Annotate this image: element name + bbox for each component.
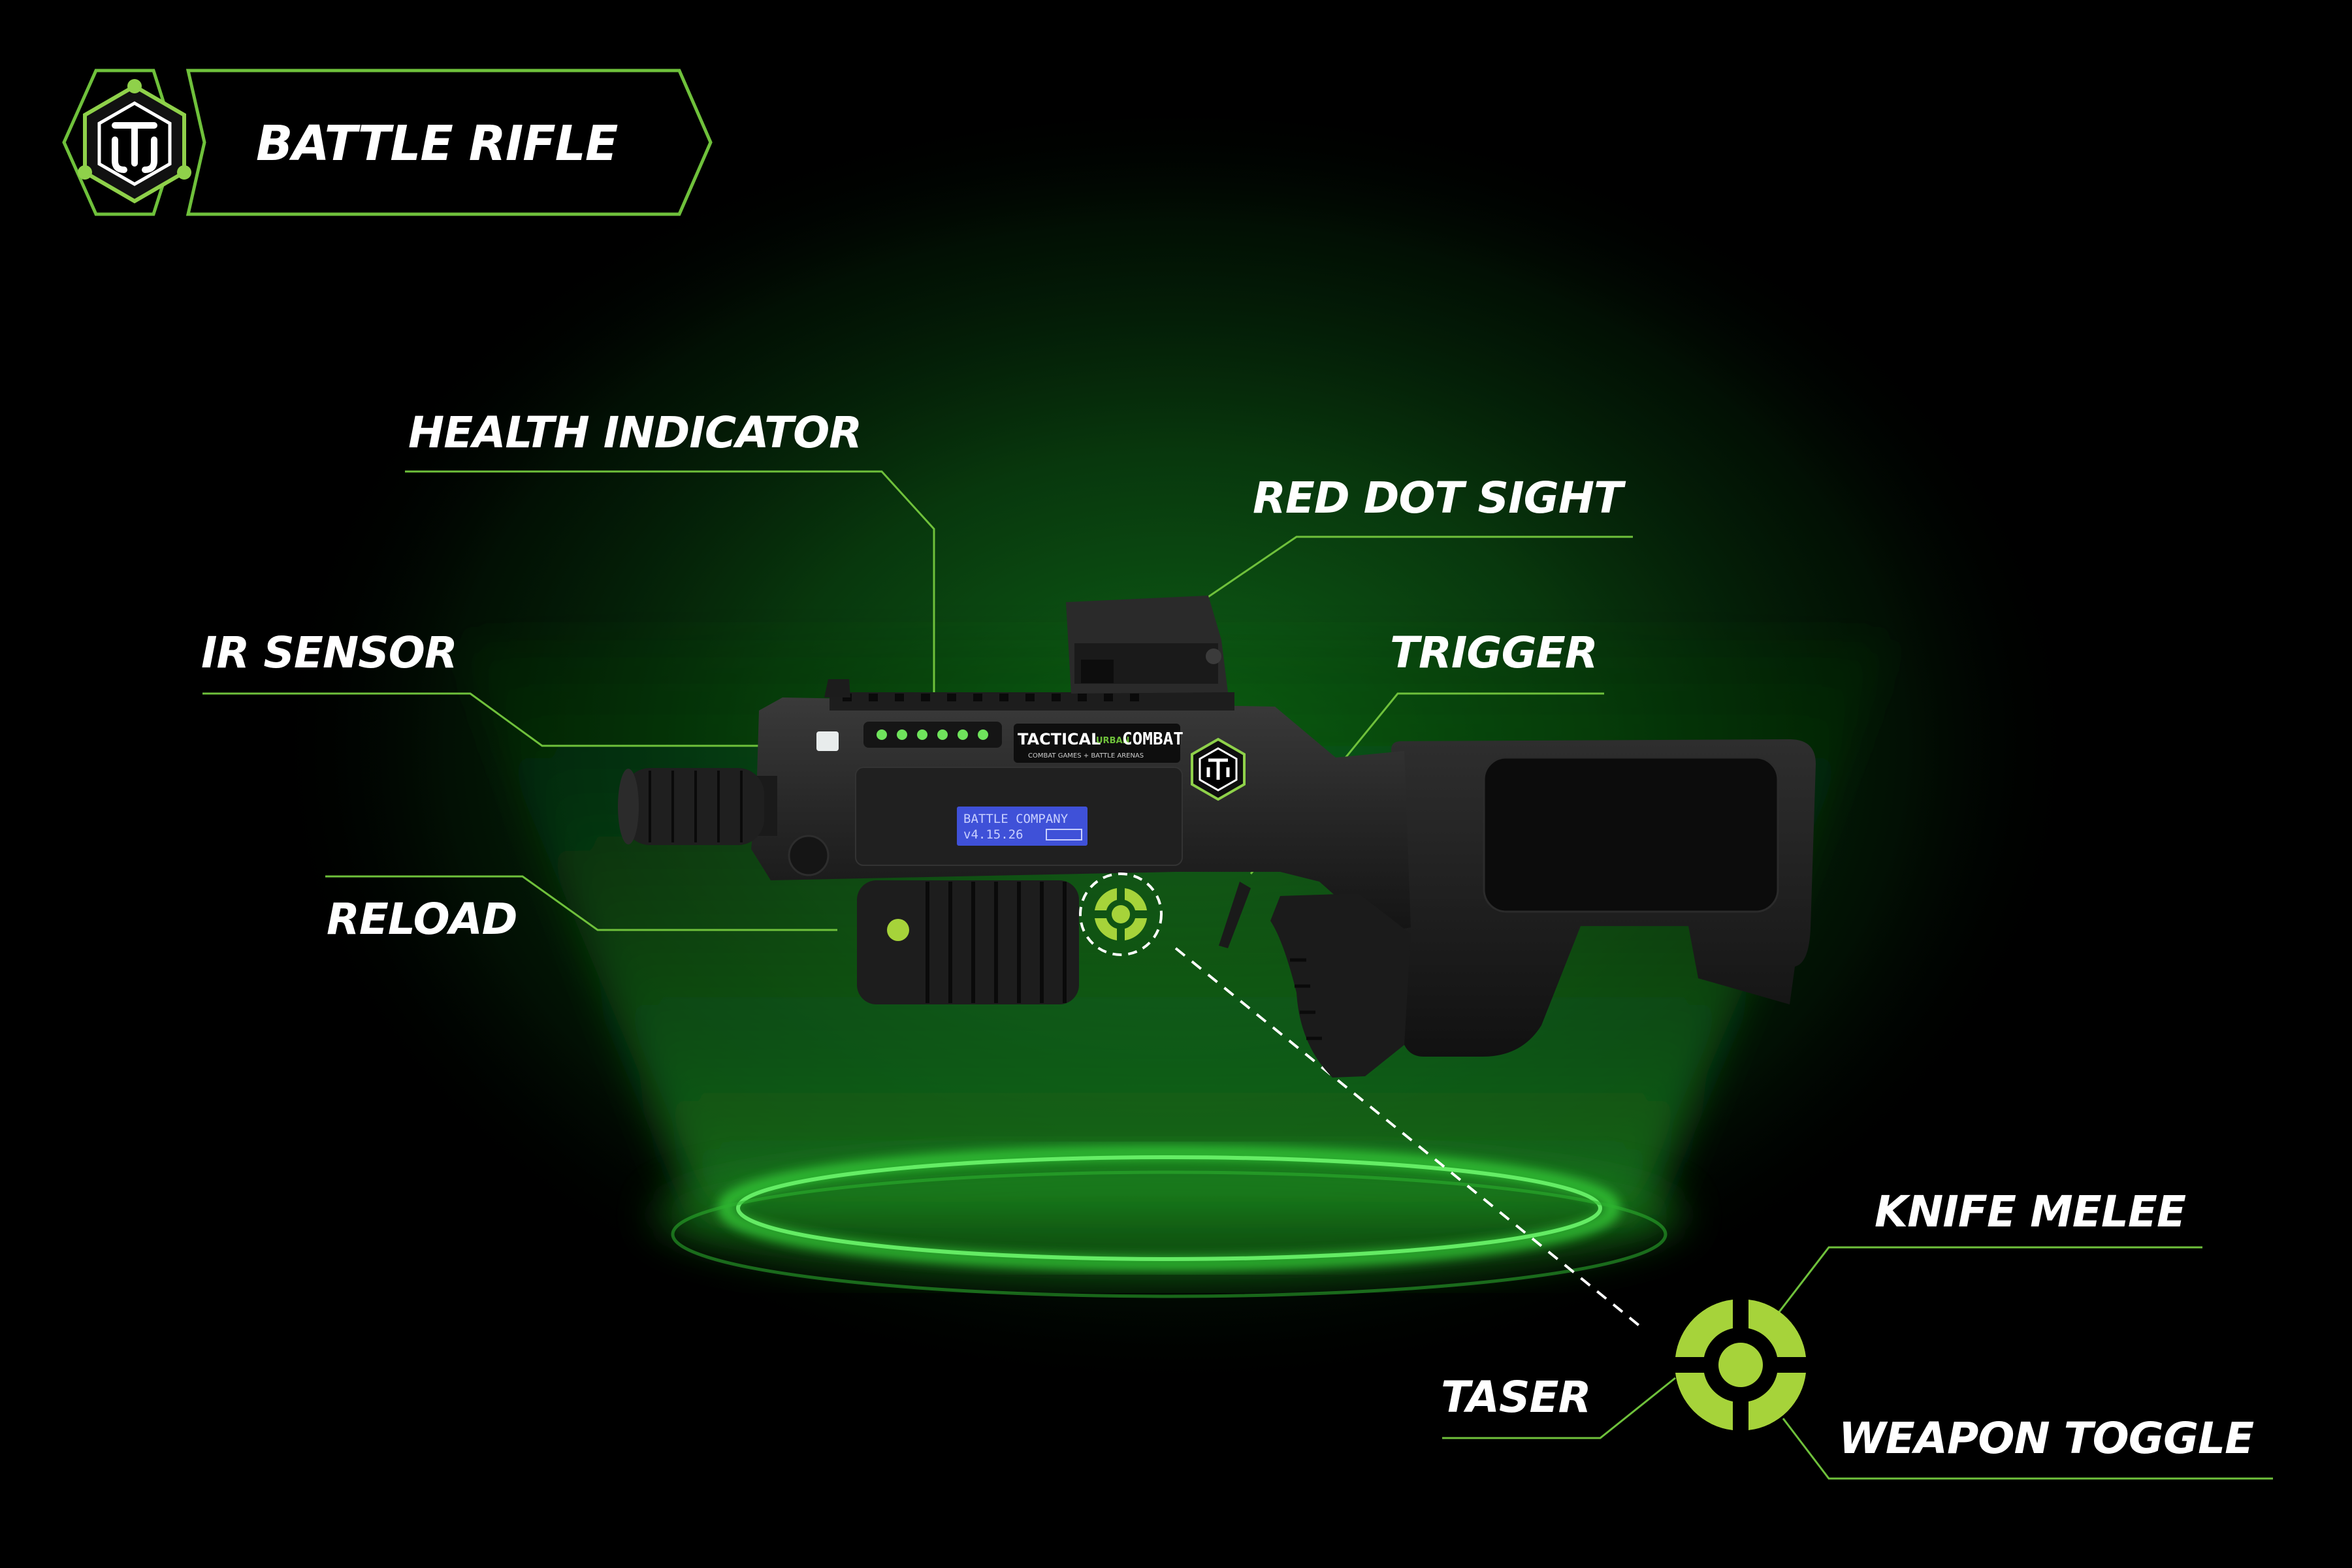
reload-button bbox=[887, 919, 909, 941]
ir-sensor-leader bbox=[202, 692, 797, 747]
label-trigger: TRIGGER bbox=[1390, 628, 1598, 678]
battle-rifle: TACTICAL URBAN COMBAT COMBAT GAMES + BAT… bbox=[618, 596, 1816, 1078]
health-led bbox=[897, 729, 907, 740]
side-round-button bbox=[788, 835, 830, 876]
barrel bbox=[618, 768, 777, 845]
label-taser: TASER bbox=[1441, 1372, 1590, 1422]
red-dot-sight bbox=[1066, 596, 1228, 694]
pistol-grip bbox=[1270, 893, 1411, 1078]
lcd-display: BATTLE COMPANY v4.15.26 bbox=[957, 807, 1087, 846]
taser-leader bbox=[1442, 1377, 1676, 1439]
health-indicator-leds bbox=[863, 722, 1002, 748]
control-pad-icon bbox=[1675, 1300, 1806, 1430]
health-led bbox=[958, 729, 968, 740]
callout-labels: HEALTH INDICATOR RED DOT SIGHT IR SENSOR… bbox=[201, 408, 2255, 1464]
brand-mid: URBAN bbox=[1096, 736, 1129, 746]
page-title: BATTLE RIFLE bbox=[256, 116, 618, 172]
ir-sensor bbox=[816, 731, 839, 751]
weapon-toggle-dashed-leader bbox=[1174, 947, 1641, 1327]
front-sight bbox=[824, 679, 850, 697]
trigger bbox=[1219, 882, 1251, 948]
reload-leader bbox=[325, 875, 837, 931]
health-led bbox=[917, 729, 927, 740]
health-led bbox=[877, 729, 887, 740]
weapon-toggle-leader bbox=[1782, 1418, 2273, 1480]
health-led bbox=[978, 729, 988, 740]
grip-ridges bbox=[1290, 958, 1322, 1040]
label-reload: RELOAD bbox=[327, 894, 517, 944]
label-health-indicator: HEALTH INDICATOR bbox=[408, 408, 862, 458]
label-weapon-toggle: WEAPON TOGGLE bbox=[1839, 1413, 2254, 1464]
title-frame bbox=[185, 69, 713, 216]
display-line-2: v4.15.26 bbox=[963, 827, 1023, 842]
tuc-shield-logo-icon bbox=[78, 79, 191, 204]
rail-notches bbox=[843, 694, 1139, 701]
health-led bbox=[937, 729, 948, 740]
stock-pad bbox=[1483, 756, 1779, 913]
drum-magazine bbox=[857, 880, 1079, 1004]
knife-melee-leader bbox=[1762, 1246, 2202, 1333]
weapon-toggle-button-on-gun bbox=[1079, 872, 1163, 956]
brand-left: TACTICAL bbox=[1018, 730, 1101, 748]
health-indicator-leader bbox=[405, 470, 935, 692]
label-red-dot-sight: RED DOT SIGHT bbox=[1253, 473, 1626, 523]
display-line-1: BATTLE COMPANY bbox=[963, 812, 1069, 826]
red-dot-sight-leader bbox=[1200, 536, 1633, 603]
callout-lines bbox=[202, 470, 2273, 1480]
side-logo-icon bbox=[1191, 737, 1246, 801]
brand-sub: COMBAT GAMES + BATTLE ARENAS bbox=[1028, 752, 1144, 760]
platform-ring bbox=[653, 1145, 1685, 1298]
brand-plate: TACTICAL URBAN COMBAT COMBAT GAMES + BAT… bbox=[1014, 724, 1184, 763]
header-badge: BATTLE RIFLE bbox=[62, 69, 713, 216]
brand-right: COMBAT bbox=[1122, 729, 1184, 749]
label-knife-melee: KNIFE MELEE bbox=[1875, 1187, 2186, 1237]
label-ir-sensor: IR SENSOR bbox=[201, 628, 457, 678]
